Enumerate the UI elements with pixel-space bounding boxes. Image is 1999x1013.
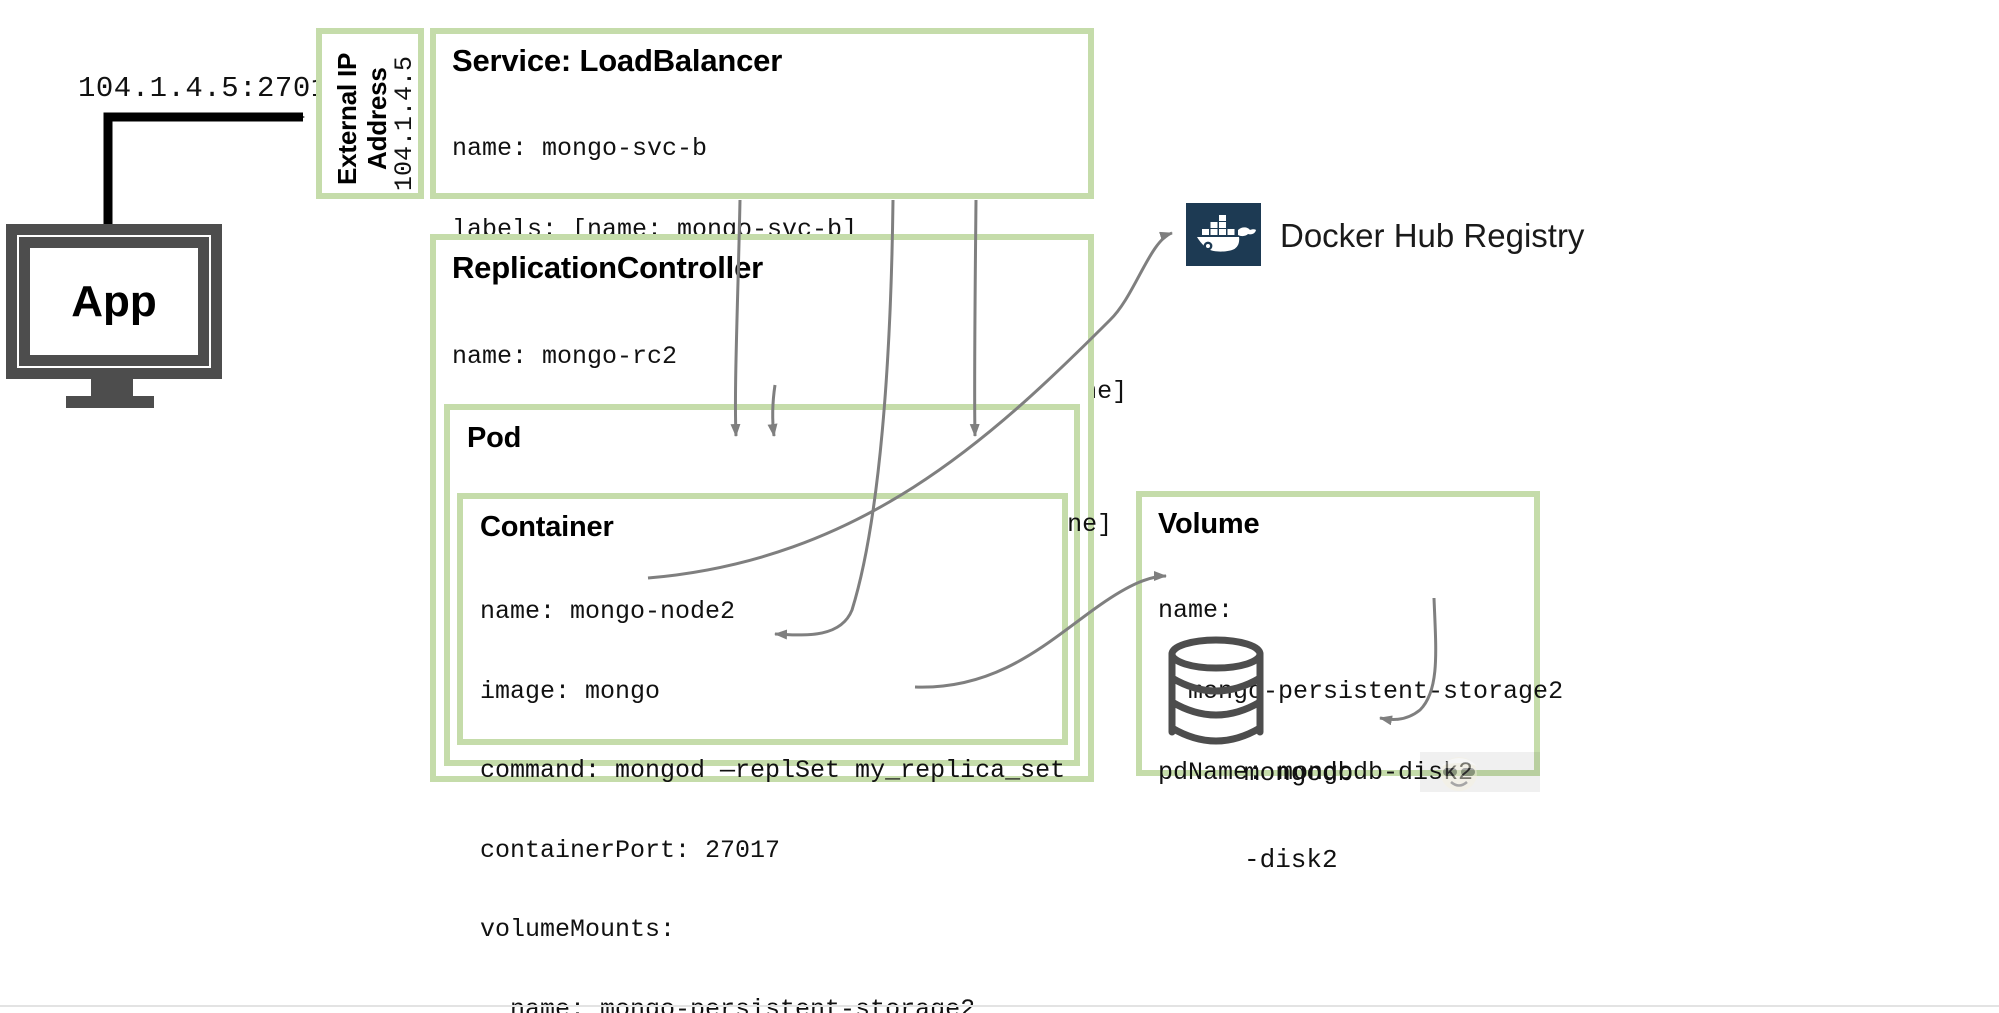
container-spec-lines: name: mongo-node2 image: mongo command: … — [480, 546, 1066, 1013]
app-label: App — [71, 276, 157, 326]
container-spec-line: containerPort: 27017 — [480, 835, 781, 865]
volume-spec-lines: name: mongo-persistent-storage2 pdName: … — [1158, 543, 1563, 840]
database-cylinder-icon — [1168, 636, 1264, 745]
container-spec-line: name: mongo-node2 — [480, 597, 736, 626]
container-spec-line: name: mongo-persistent-storage2 — [480, 994, 976, 1013]
volume-title: Volume — [1158, 508, 1260, 540]
service-spec-line: name: mongo-svc-b — [452, 134, 708, 163]
disk-caption-line: mongodb — [1244, 758, 1354, 788]
volume-panel: Volume name: mongo-persistent-storage2 p… — [1136, 491, 1563, 786]
rc-spec-line: name: mongo-rc2 — [452, 342, 678, 371]
external-ip-value: 104.1.4.5 — [390, 55, 419, 191]
container-panel: Container name: mongo-node2 image: mongo… — [457, 493, 1068, 1013]
pod-title: Pod — [467, 422, 522, 454]
replication-controller-title: ReplicationController — [452, 250, 763, 285]
watermark-bar — [1420, 752, 1540, 792]
volume-spec-line: pdName: mongodb-disk2 — [1158, 758, 1474, 787]
watermark-face-icon — [1441, 757, 1477, 791]
container-spec-line: volumeMounts: — [480, 915, 676, 944]
disk-caption: mongodb -disk2 — [1244, 701, 1353, 933]
docker-whale-icon — [1186, 203, 1261, 266]
disk-caption-line: -disk2 — [1244, 845, 1338, 875]
bottom-divider — [0, 1005, 1999, 1007]
client-ip-label: 104.1.4.5:27017 — [78, 72, 347, 105]
container-title: Container — [480, 511, 614, 543]
container-spec-line: command: mongod —replSet my_replica_set — [480, 756, 1066, 785]
monitor-screen-icon — [19, 237, 209, 366]
container-spec-line: image: mongo — [480, 676, 661, 706]
connector-app-to-external-ip — [103, 112, 305, 224]
docker-hub-registry-label: Docker Hub Registry — [1280, 217, 1585, 254]
monitor-base-icon — [66, 396, 154, 408]
service-title: Service: LoadBalancer — [452, 43, 783, 78]
service-panel: Service: LoadBalancer name: mongo-svc-b … — [430, 28, 1127, 405]
volume-spec-line: name: — [1158, 596, 1234, 625]
